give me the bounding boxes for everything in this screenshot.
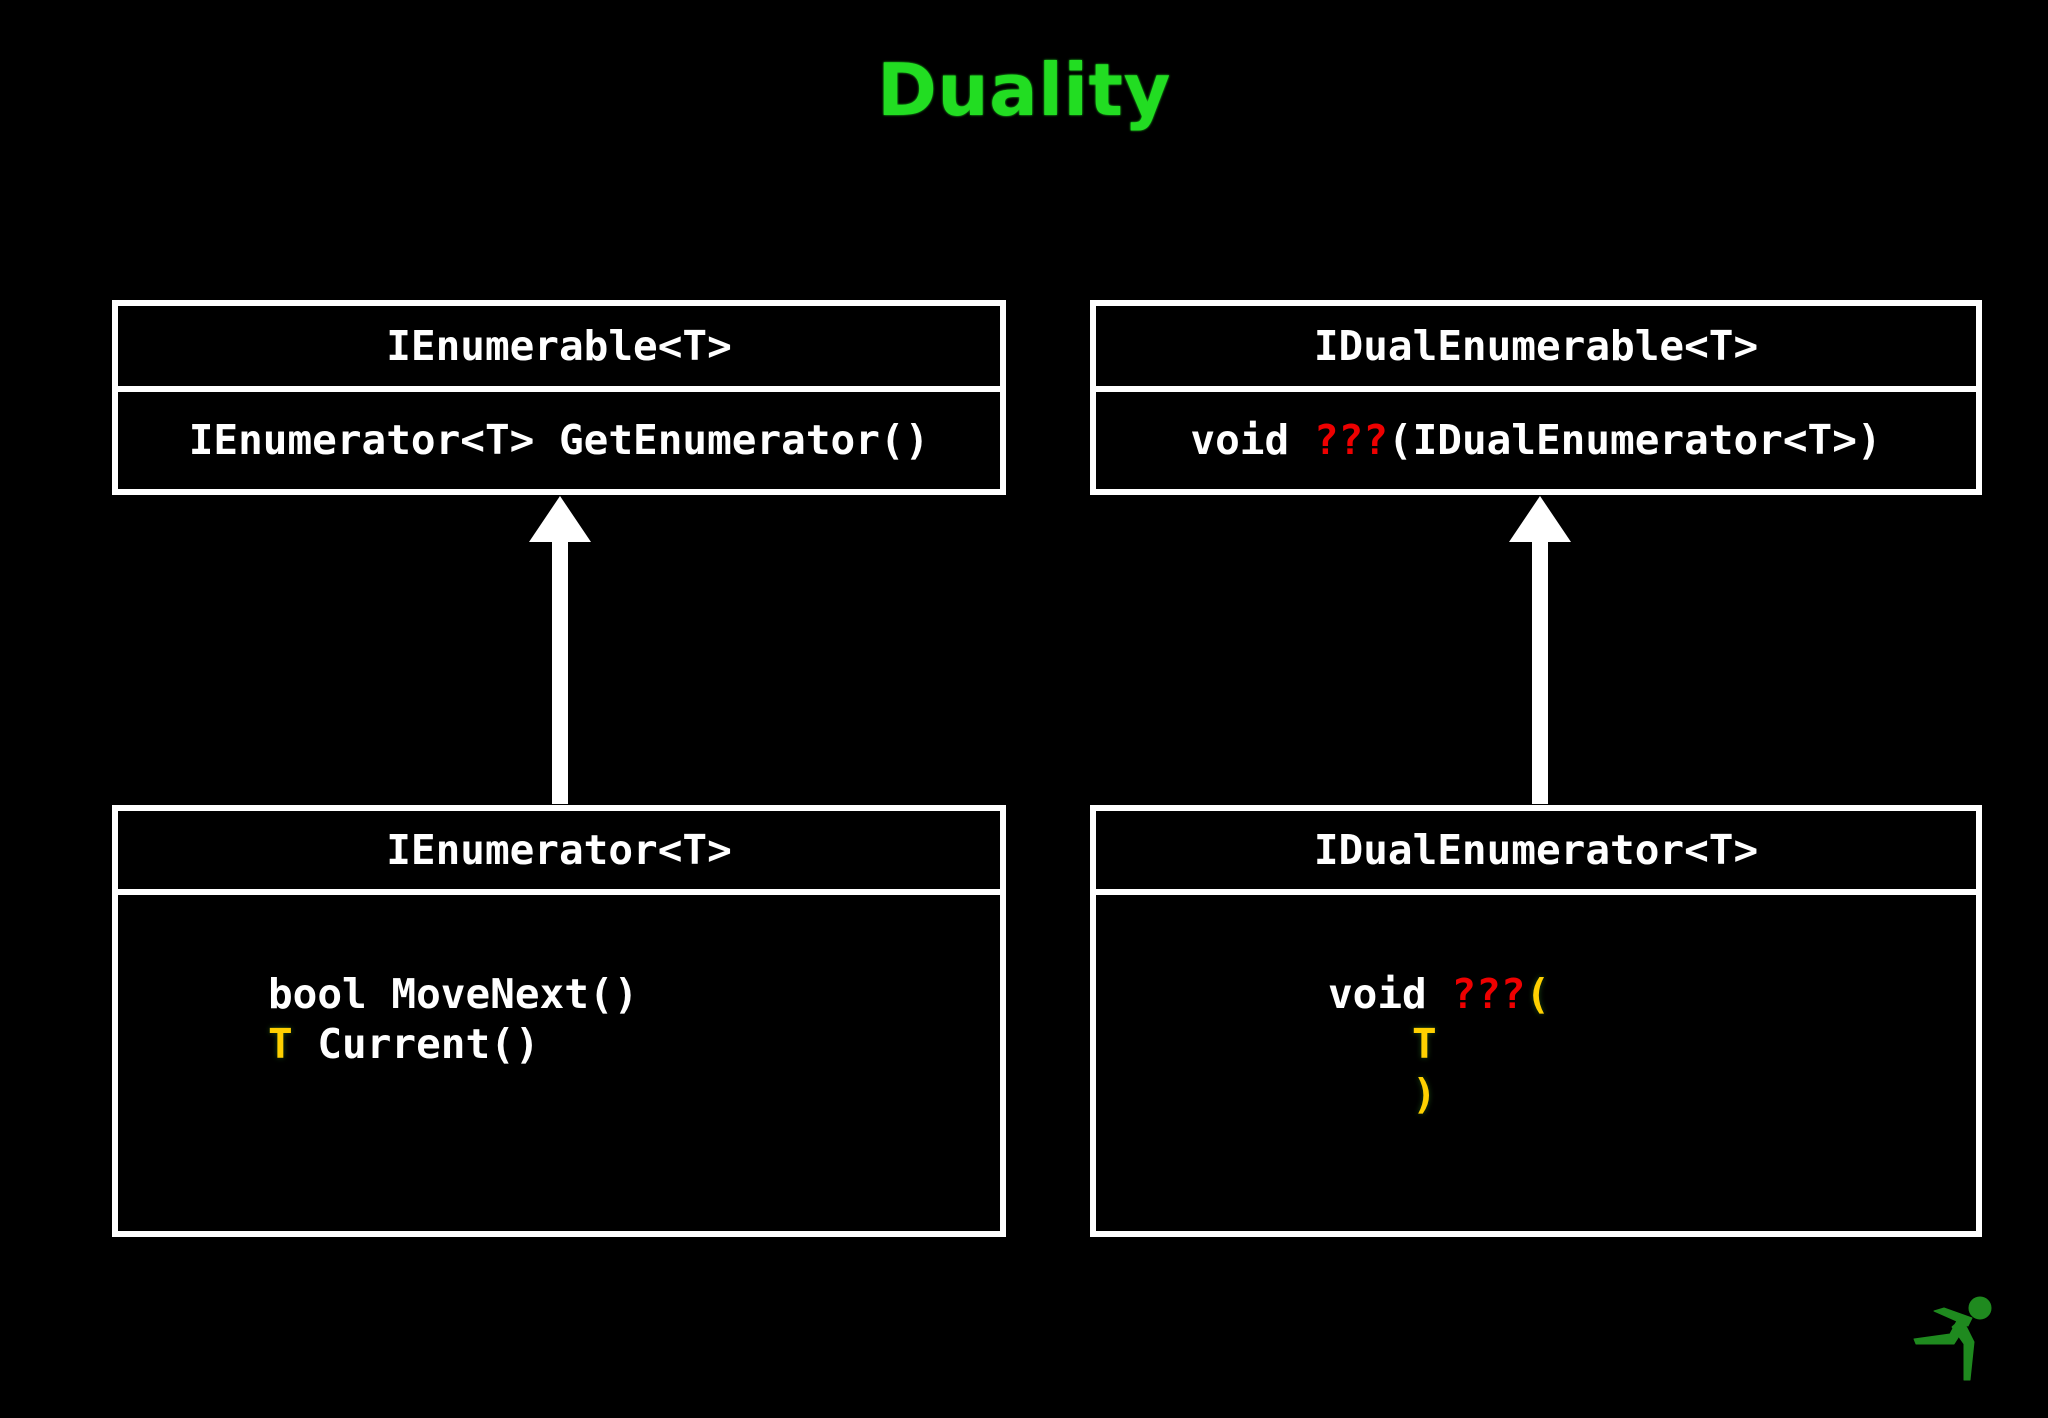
uml-member-current: T Current() <box>268 1019 1000 1069</box>
uml-class-name-idualenumerator: IDualEnumerator<T> <box>1096 811 1976 895</box>
uml-member-getenumerator: IEnumerator<T> GetEnumerator() <box>188 416 930 465</box>
unknown-method-name: ??? <box>1313 416 1388 465</box>
keyword-void: void <box>1190 416 1314 465</box>
uml-member-dual-method-close: ) <box>1328 1069 1976 1119</box>
method-name-current: Current() <box>292 1020 540 1069</box>
uml-class-ienumerator: IEnumerator<T> bool MoveNext() T Current… <box>112 805 1006 1237</box>
uml-member-movenext: bool MoveNext() <box>268 970 639 1018</box>
generic-type-param-t-dual: T <box>1412 1020 1437 1069</box>
uml-class-name-ienumerator: IEnumerator<T> <box>118 811 1000 895</box>
uml-class-idualenumerator: IDualEnumerator<T> void ???( T ) <box>1090 805 1982 1237</box>
running-figure-logo <box>1904 1282 2024 1402</box>
arrow-shaft <box>1532 542 1548 804</box>
generic-type-param-t: T <box>268 1020 293 1069</box>
method-signature-params: (IDualEnumerator<T>) <box>1387 416 1882 465</box>
inheritance-arrow-ienumerator-to-ienumerable <box>529 496 591 804</box>
uml-members-ienumerator: bool MoveNext() T Current() <box>118 895 1000 1231</box>
inheritance-arrow-idualenumerator-to-idualenumerable <box>1509 496 1571 804</box>
uml-member-dual-param: T <box>1328 1019 1976 1069</box>
arrow-shaft <box>552 542 568 804</box>
uml-members-idualenumerator: void ???( T ) <box>1096 895 1976 1231</box>
arrow-head-icon <box>529 496 591 542</box>
uml-member-dual-method: void ???(IDualEnumerator<T>) <box>1190 415 1881 465</box>
page-title: Duality <box>877 48 1171 132</box>
uml-member-dual-method-open: void ???( <box>1328 969 1976 1019</box>
paren-open: ( <box>1525 970 1551 1018</box>
uml-class-name-ienumerable: IEnumerable<T> <box>118 306 1000 392</box>
keyword-void-dual: void <box>1328 970 1452 1018</box>
uml-members-idualenumerable: void ???(IDualEnumerator<T>) <box>1096 392 1976 489</box>
unknown-method-name-dual: ??? <box>1451 970 1526 1018</box>
paren-close: ) <box>1412 1070 1437 1119</box>
uml-members-ienumerable: IEnumerator<T> GetEnumerator() <box>118 392 1000 489</box>
uml-class-name-idualenumerable: IDualEnumerable<T> <box>1096 306 1976 392</box>
uml-class-idualenumerable: IDualEnumerable<T> void ???(IDualEnumera… <box>1090 300 1982 495</box>
uml-class-ienumerable: IEnumerable<T> IEnumerator<T> GetEnumera… <box>112 300 1006 495</box>
arrow-head-icon <box>1509 496 1571 542</box>
